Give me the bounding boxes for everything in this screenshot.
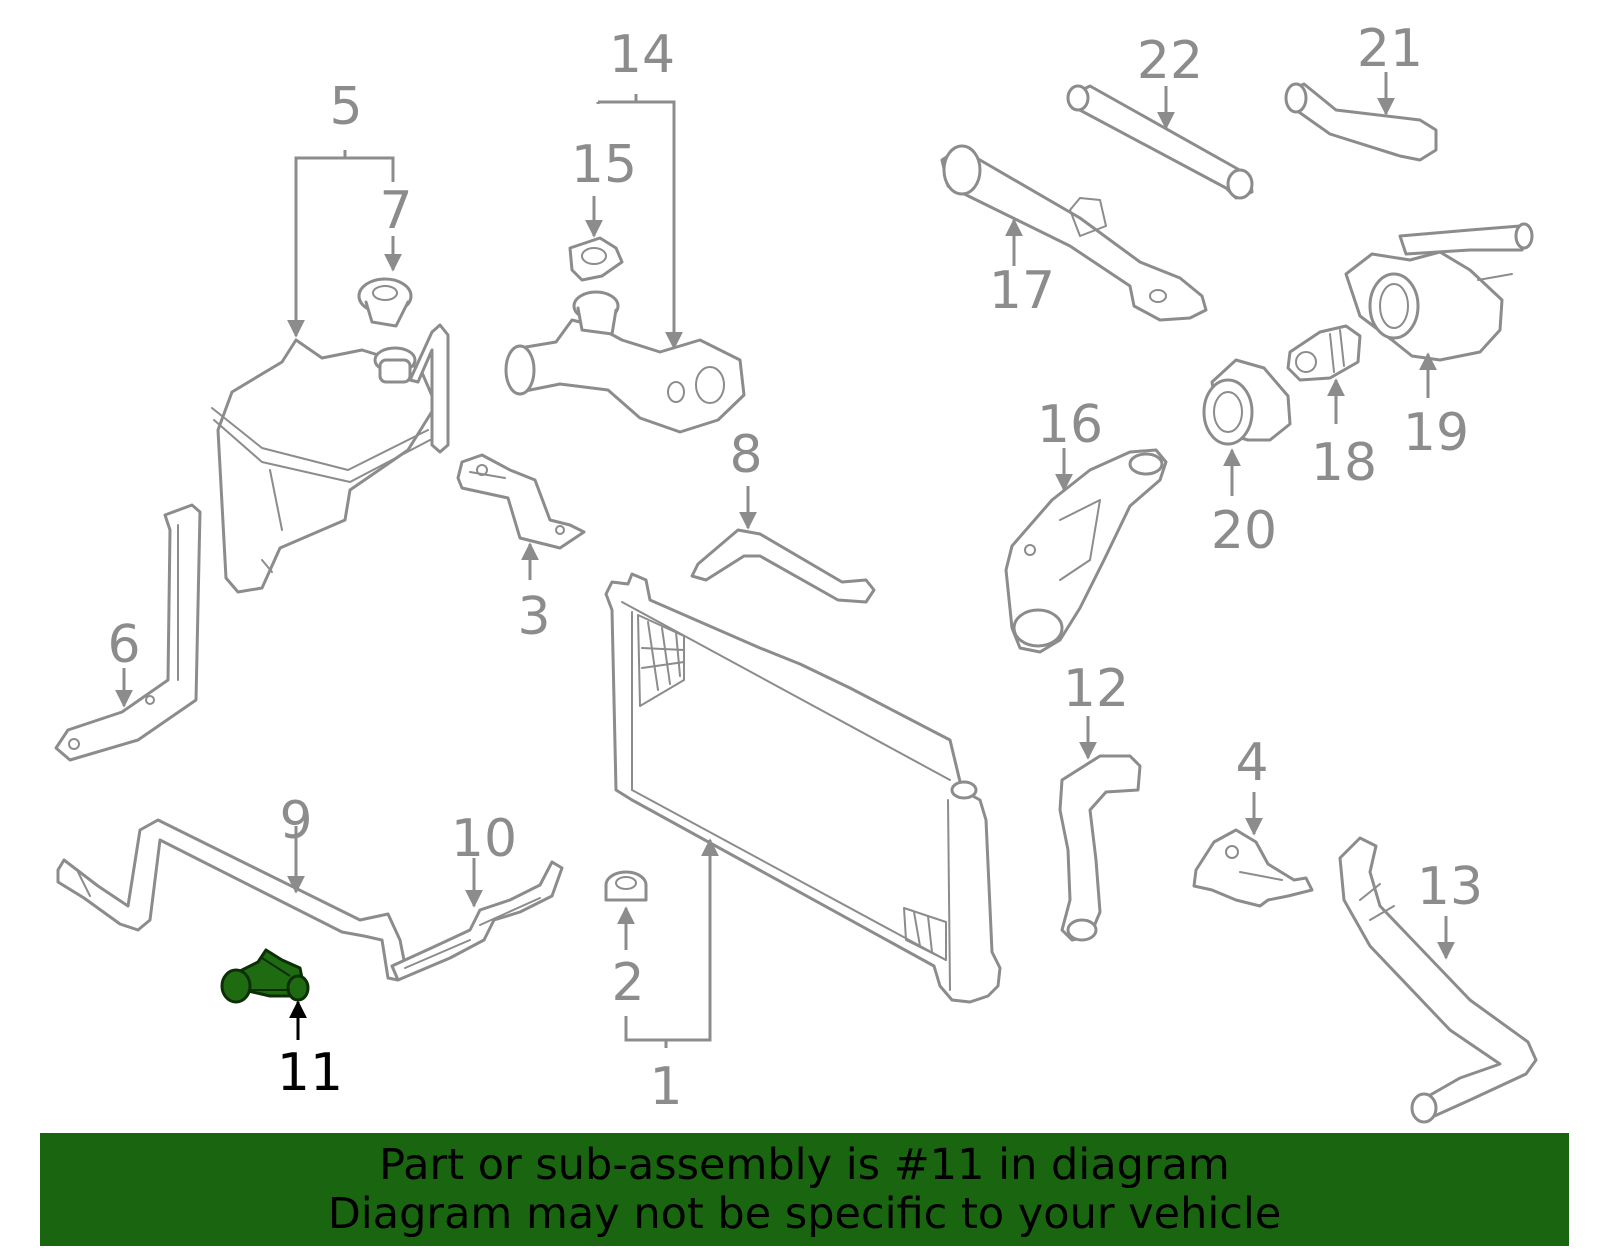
callout-labels: 1 2 3 4 5 6 7 8 9 10 11 12 13 14 15 16 1… <box>107 19 1483 1117</box>
part-7-reservoir-cap[interactable] <box>357 277 413 328</box>
callout-20: 20 <box>1211 501 1277 561</box>
callout-10: 10 <box>451 809 517 869</box>
part-4-bracket[interactable] <box>1192 828 1314 908</box>
part-8-hose[interactable] <box>690 528 876 604</box>
part-10-hose[interactable] <box>390 860 564 982</box>
callout-15: 15 <box>571 135 637 195</box>
banner-line-2: Diagram may not be specific to your vehi… <box>327 1188 1282 1239</box>
part-2-grommet[interactable] <box>604 870 648 902</box>
info-banner: Part or sub-assembly is #11 in diagram D… <box>40 1133 1569 1246</box>
callout-17: 17 <box>989 261 1055 321</box>
part-5-reservoir-tank[interactable] <box>211 323 450 594</box>
callout-9: 9 <box>279 791 312 851</box>
part-14-water-outlet[interactable] <box>504 290 746 434</box>
part-13-hose[interactable] <box>1338 836 1538 1124</box>
part-18-thermostat[interactable] <box>1286 324 1362 382</box>
callout-2: 2 <box>611 953 644 1013</box>
callout-22: 22 <box>1137 31 1203 91</box>
part-9-pipe[interactable] <box>56 818 408 982</box>
callout-18: 18 <box>1311 433 1377 493</box>
callout-6: 6 <box>107 615 140 675</box>
part-1-radiator[interactable] <box>604 572 1002 1004</box>
part-20-cover[interactable] <box>1202 358 1292 446</box>
part-22-pipe[interactable] <box>1066 84 1254 200</box>
callout-21: 21 <box>1357 19 1423 79</box>
part-17-pipe[interactable] <box>940 144 1208 322</box>
callout-1: 1 <box>649 1057 682 1117</box>
part-21-hose[interactable] <box>1284 82 1438 162</box>
banner-line-1: Part or sub-assembly is #11 in diagram <box>379 1139 1230 1190</box>
part-12-hose[interactable] <box>1058 754 1142 942</box>
callout-12: 12 <box>1063 659 1129 719</box>
callout-4: 4 <box>1235 733 1268 793</box>
callout-5: 5 <box>329 77 362 137</box>
callout-7: 7 <box>379 181 412 241</box>
leader-lines <box>115 72 1455 1048</box>
callout-8: 8 <box>729 425 762 485</box>
part-16-inlet-pipe[interactable] <box>1004 448 1168 654</box>
callout-13: 13 <box>1417 857 1483 917</box>
part-6-bracket[interactable] <box>54 503 202 762</box>
callout-3: 3 <box>517 587 550 647</box>
callout-16: 16 <box>1037 395 1103 455</box>
part-3-bracket[interactable] <box>456 453 586 550</box>
callout-14: 14 <box>609 25 675 85</box>
part-19-thermostat-housing[interactable] <box>1344 222 1534 362</box>
part-15-cap[interactable] <box>568 236 624 282</box>
part-11-elbow-highlighted[interactable] <box>220 948 310 1004</box>
callout-11: 11 <box>277 1043 343 1103</box>
callout-19: 19 <box>1403 403 1469 463</box>
